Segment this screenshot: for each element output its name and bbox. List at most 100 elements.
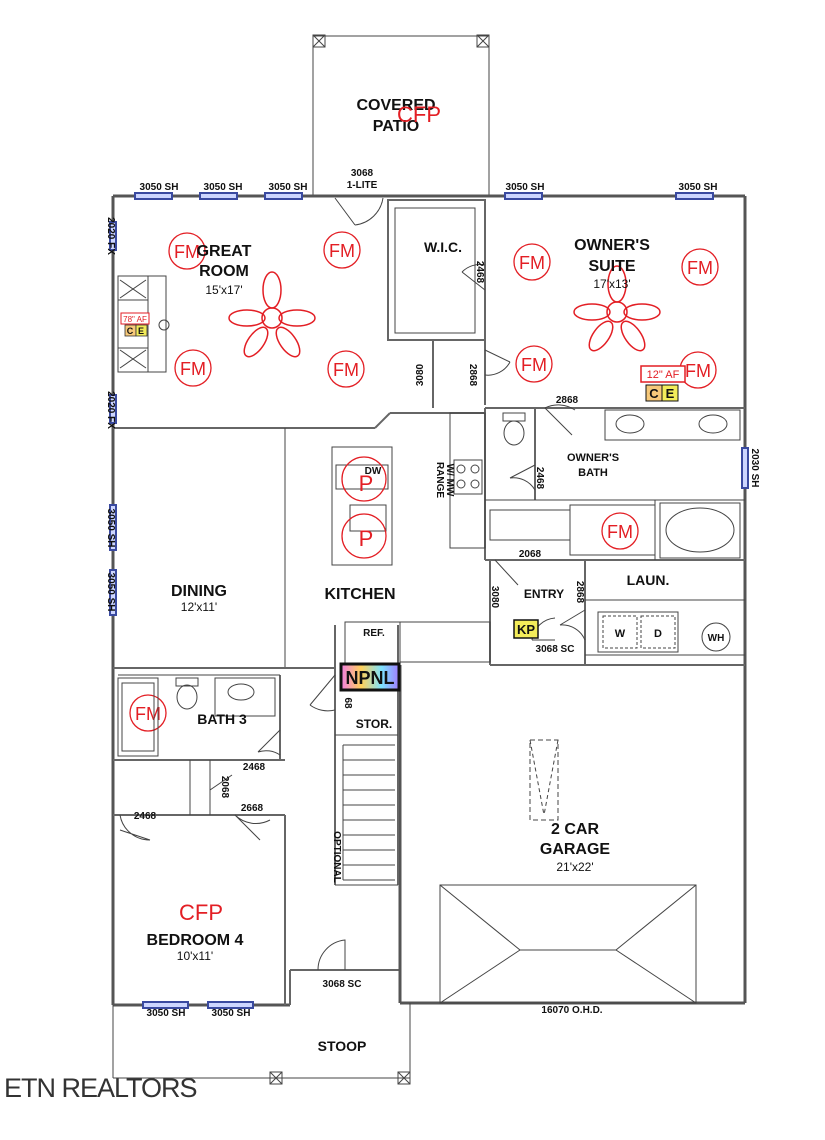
water-heater-label: WH (708, 633, 725, 644)
window-label: 3050 SH (269, 182, 308, 193)
fm-marker: FM (687, 258, 713, 278)
door-label: 3068 SC (536, 644, 575, 655)
patio-door-label-2: 1-LITE (347, 180, 378, 191)
window-label: 3050 SH (105, 573, 116, 612)
kp-marker: KP (517, 622, 535, 637)
fm-marker: FM (521, 355, 547, 375)
covered-patio-label-2: PATIO (373, 118, 420, 135)
storage-label: STOR. (356, 717, 392, 731)
bath3-fixtures (117, 677, 276, 757)
door-label: 2868 (467, 364, 478, 387)
e-marker-owners-suite: E (666, 386, 675, 401)
owners-suite-label-1: OWNER'S (574, 237, 650, 254)
cfp-marker-bedroom: CFP (179, 900, 223, 925)
owners-suite-label-2: SUITE (588, 258, 635, 275)
door-label: 3080 (489, 586, 500, 609)
fm-marker: FM (607, 522, 633, 542)
npnl-marker: NPNL (346, 668, 395, 688)
room-labels: GREAT ROOM 15'x17' W.I.C. OWNER'S SUITE … (147, 237, 670, 1054)
npnl-box (339, 662, 401, 692)
owners-suite-size: 17'x13' (593, 277, 630, 291)
window-label: 3050 SH (679, 182, 718, 193)
e-marker-great-room: E (138, 326, 144, 336)
staircase (342, 744, 395, 881)
window-label: 3050 SH (212, 1008, 251, 1019)
range-label-2: W/ MW (444, 464, 455, 497)
range-label-1: RANGE (434, 462, 445, 498)
dining-label: DINING (171, 583, 227, 600)
window-label: 2020 FX (105, 391, 116, 429)
fm-marker: FM (135, 704, 161, 724)
owners-suite-electrical: 12" AF C E (640, 365, 686, 402)
laundry-fixtures (597, 611, 731, 653)
patio-door-label-1: 3068 (351, 168, 374, 179)
fm-marker: FM (333, 360, 359, 380)
garage-size: 21'x22' (556, 860, 593, 874)
covered-patio-label-1: COVERED (356, 97, 435, 114)
doors (119, 197, 586, 971)
owners-bath-label-2: BATH (578, 467, 608, 479)
door-label: 2068 (519, 549, 542, 560)
kitchen-labels: DW RANGE W/ MW REF. (363, 462, 455, 639)
great-room-label-2: ROOM (199, 263, 249, 280)
ceiling-fan-great-room (228, 271, 316, 358)
window-label: 3050 SH (147, 1008, 186, 1019)
wic-label: W.I.C. (424, 239, 462, 255)
garage-label-1: 2 CAR (551, 821, 599, 838)
door-label: 2468 (534, 467, 545, 490)
cfp-marker-patio: CFP (397, 102, 441, 127)
dryer-label: D (654, 628, 662, 640)
watermark: ETN REALTORS (4, 1073, 197, 1103)
door-label: 68 (342, 697, 353, 709)
great-room-size: 15'x17' (205, 283, 242, 297)
window-label: 2020 FX (105, 217, 116, 255)
entry-label: ENTRY (524, 587, 564, 601)
door-label: 3080 (415, 363, 426, 386)
door-label: 2668 (241, 803, 264, 814)
c-marker-owners-suite: C (649, 386, 659, 401)
bedroom4-label: BEDROOM 4 (147, 932, 244, 949)
stoop (112, 1003, 411, 1085)
covered-patio: COVERED PATIO CFP (312, 34, 490, 197)
window-label: 3050 SH (105, 509, 116, 548)
door-label: 2868 (556, 395, 579, 406)
window-label: 3050 SH (506, 182, 545, 193)
stoop-label: STOOP (318, 1038, 367, 1054)
fm-markers (129, 231, 719, 732)
kitchen-label: KITCHEN (324, 586, 395, 603)
owners-bath-label-1: OWNER'S (567, 452, 619, 464)
kitchen-fixtures (331, 412, 491, 666)
door-label: 3068 SC (323, 979, 362, 990)
bedroom4-size: 10'x11' (177, 949, 213, 963)
p-markers (341, 456, 387, 559)
fm-marker: FM (519, 253, 545, 273)
garage (439, 739, 697, 1004)
fm-marker: FM (329, 241, 355, 261)
fm-marker: FM (180, 359, 206, 379)
fm-marker: FM (174, 242, 200, 262)
windows (109, 192, 749, 1009)
fm-marker-labels: FM FM FM FM FM FM FM FM FM FM (135, 241, 713, 724)
great-room-label-1: GREAT (197, 243, 252, 260)
kp-box (513, 619, 539, 639)
door-label: 2468 (474, 261, 485, 284)
laundry-label: LAUN. (627, 572, 670, 588)
window-label: 2030 SH (749, 449, 760, 488)
owners-bath-fixtures (489, 409, 741, 559)
bath3-label: BATH 3 (197, 711, 247, 727)
door-label: 2068 (219, 776, 230, 799)
optional-label: OPTIONAL (331, 831, 342, 883)
window-label: 3050 SH (204, 182, 243, 193)
window-label: 3050 SH (140, 182, 179, 193)
door-labels: 3068 1-LITE 2468 3080 2868 2868 2468 206… (134, 168, 603, 1016)
dining-size: 12'x11' (181, 600, 217, 614)
garage-label-2: GARAGE (540, 841, 611, 858)
window-labels: 3050 SH 3050 SH 3050 SH 3050 SH 3050 SH … (105, 182, 760, 1019)
af-marker-78: 78" AF (123, 315, 147, 324)
door-label: 16070 O.H.D. (541, 1005, 602, 1016)
refrigerator-label: REF. (363, 628, 385, 639)
fm-marker: FM (685, 361, 711, 381)
door-label: 2868 (574, 581, 585, 604)
p-marker: P (359, 526, 374, 551)
